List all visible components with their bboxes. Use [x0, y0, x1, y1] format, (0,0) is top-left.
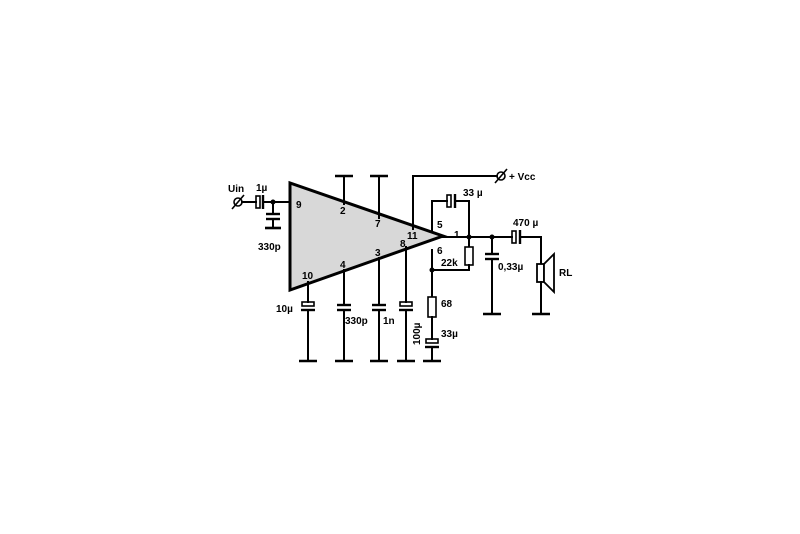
- input-capacitor: [255, 195, 265, 209]
- feedback-capacitor-label: 33 µ: [463, 188, 483, 199]
- pin-8-label: 8: [400, 239, 406, 250]
- pin8-capacitor: [399, 301, 413, 312]
- feedback-capacitor: [446, 194, 457, 208]
- series-resistor: [427, 296, 437, 318]
- input-shunt-capacitor-label: 330p: [258, 242, 281, 253]
- pin4-capacitor-label: 330p: [345, 316, 368, 327]
- feedback-resistor-label: 22k: [441, 258, 458, 269]
- pin-5-label: 5: [437, 220, 443, 231]
- feedback-resistor: [464, 246, 474, 266]
- pin-11-label: 11: [407, 231, 418, 242]
- input-label: Uin: [228, 184, 244, 195]
- bootstrap-capacitor: [425, 338, 439, 349]
- output-capacitor-label: 470 µ: [513, 218, 538, 229]
- loudspeaker-icon: [536, 251, 555, 295]
- pin-4-label: 4: [340, 260, 346, 271]
- pin-7-label: 7: [375, 219, 381, 230]
- pin8-capacitor-label: 100µ: [412, 322, 423, 345]
- pin3-capacitor-label: 1n: [383, 316, 395, 327]
- series-resistor-label: 68: [441, 299, 453, 310]
- vcc-terminal: [494, 168, 508, 184]
- pin-3-label: 3: [375, 248, 381, 259]
- pin10-capacitor-label: 10µ: [276, 304, 293, 315]
- output-capacitor: [511, 230, 522, 244]
- pin-9-label: 9: [296, 200, 302, 211]
- pin-2-label: 2: [340, 206, 346, 217]
- load-label: RL: [559, 268, 572, 279]
- pin-1-label: 1: [454, 230, 460, 241]
- input-capacitor-label: 1µ: [256, 183, 268, 194]
- output-shunt-capacitor-label: 0,33µ: [498, 262, 523, 273]
- pin-10-label: 10: [302, 271, 314, 282]
- bootstrap-capacitor-label: 33µ: [441, 329, 458, 340]
- amplifier-triangle: [288, 180, 448, 293]
- pin-6-label: 6: [437, 246, 443, 257]
- pin10-capacitor: [301, 301, 315, 312]
- vcc-label: + Vcc: [509, 172, 536, 183]
